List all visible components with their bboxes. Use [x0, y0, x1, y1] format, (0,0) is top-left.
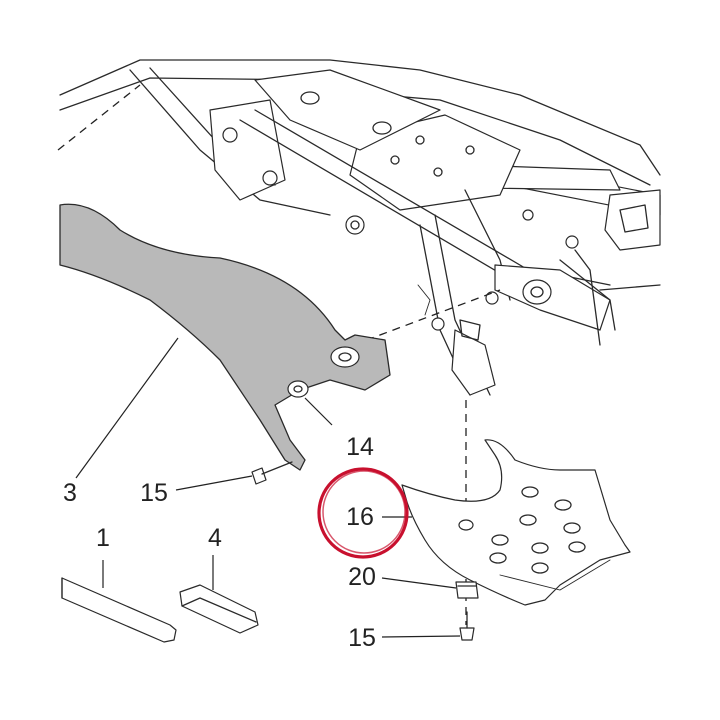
screw-part-15-lower [381, 611, 475, 641]
grommet-part-14 [287, 380, 333, 426]
label-part-1: 1 [96, 524, 110, 552]
skid-plate-part-16 [382, 439, 631, 606]
label-part-15-upper: 15 [140, 479, 168, 507]
highlight-ring-inner-stroke [322, 470, 406, 554]
block-part-4 [179, 555, 259, 634]
screw-part-15-upper [175, 461, 293, 491]
part-labels: 1 3 4 14 15 16 20 15 [63, 433, 376, 652]
label-part-14: 14 [346, 433, 374, 461]
highlight-ring [317, 467, 409, 559]
clip-nut-part-20 [381, 577, 479, 599]
label-part-16: 16 [346, 503, 374, 531]
label-part-4: 4 [208, 524, 222, 552]
label-part-3: 3 [63, 479, 77, 507]
label-part-15-lower: 15 [348, 624, 376, 652]
label-part-20: 20 [348, 563, 376, 591]
leader-part-3 [75, 337, 179, 479]
frame-assembly [59, 59, 661, 396]
side-cover-part-3 [59, 203, 391, 471]
bar-part-1 [61, 560, 177, 643]
